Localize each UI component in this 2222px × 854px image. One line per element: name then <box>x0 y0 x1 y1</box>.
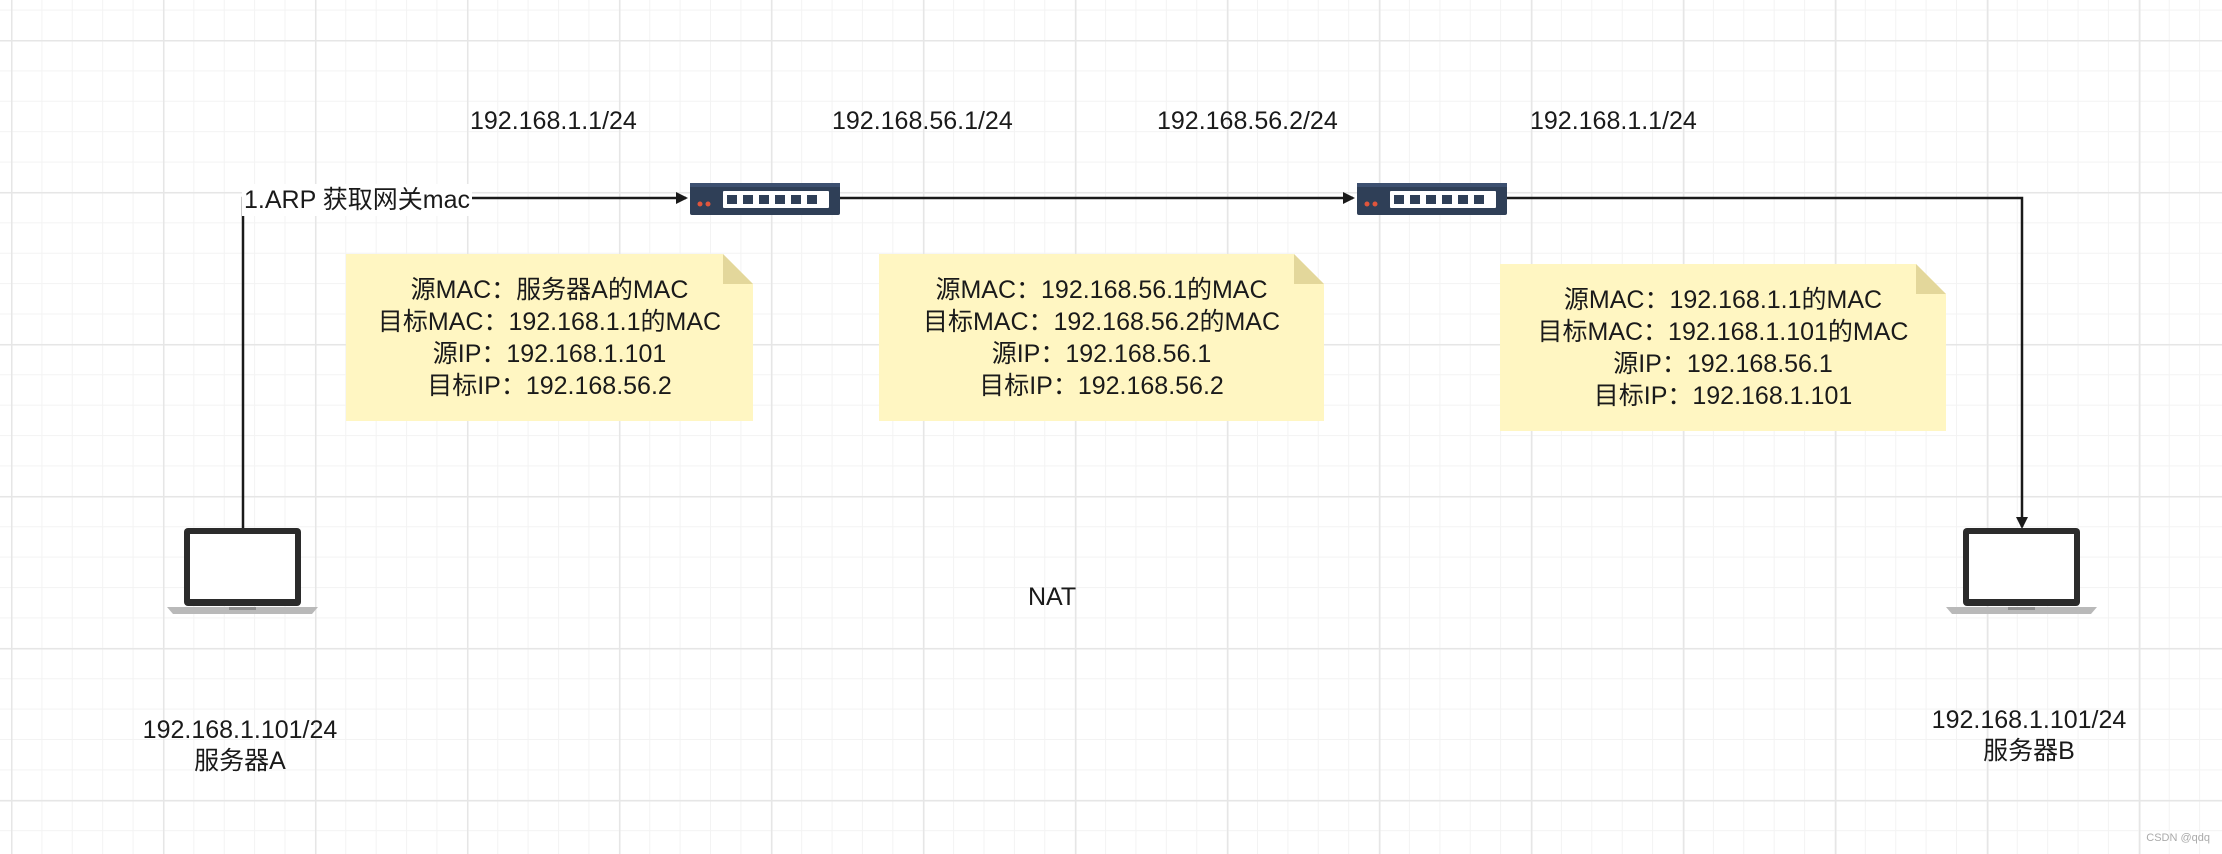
laptop-icon <box>167 528 318 614</box>
server-b-name: 服务器B <box>1983 737 2075 765</box>
arrow-switch-to-serverb <box>1506 196 2028 529</box>
switch-right <box>1357 183 1507 215</box>
network-switch-icon <box>1357 183 1507 215</box>
server-a-name: 服务器A <box>194 747 286 775</box>
note-2-dst-ip: 目标IP：192.168.56.2 <box>979 371 1224 400</box>
nat-label: NAT <box>1028 583 1077 611</box>
packet-note-2: 源MAC：192.168.56.1的MAC 目标MAC：192.168.56.2… <box>879 254 1324 421</box>
ip-label-right-router: 192.168.1.1/24 <box>1530 107 1697 135</box>
server-a-device <box>165 527 320 617</box>
note-3-dst-ip: 目标IP：192.168.1.101 <box>1593 381 1853 410</box>
note-1-src-mac: 源MAC：服务器A的MAC <box>410 275 689 304</box>
packet-note-1: 源MAC：服务器A的MAC 目标MAC：192.168.1.1的MAC 源IP：… <box>346 254 753 421</box>
note-3-src-ip: 源IP：192.168.56.1 <box>1613 349 1833 378</box>
note-2-src-ip: 源IP：192.168.56.1 <box>991 339 1212 368</box>
note-2-dst-mac: 目标MAC：192.168.56.2的MAC <box>922 307 1281 336</box>
note-3-src-mac: 源MAC：192.168.1.1的MAC <box>1563 285 1883 314</box>
arp-edge-label: 1.ARP 获取网关mac <box>242 184 472 216</box>
note-1-dst-ip: 目标IP：192.168.56.2 <box>427 371 672 400</box>
packet-note-3: 源MAC：192.168.1.1的MAC 目标MAC：192.168.1.101… <box>1500 264 1946 431</box>
server-b-device <box>1944 527 2099 617</box>
ip-label-left-router: 192.168.1.1/24 <box>470 107 637 135</box>
network-switch-icon <box>690 183 840 215</box>
laptop-icon <box>1946 528 2097 614</box>
server-b-ip: 192.168.1.101/24 <box>1931 706 2127 734</box>
note-3-dst-mac: 目标MAC：192.168.1.101的MAC <box>1537 317 1909 346</box>
server-a-ip: 192.168.1.101/24 <box>142 716 338 744</box>
ip-label-center-right: 192.168.56.2/24 <box>1157 107 1338 135</box>
watermark: CSDN @qdq <box>2146 832 2210 844</box>
note-2-src-mac: 源MAC：192.168.56.1的MAC <box>935 275 1268 304</box>
note-1-src-ip: 源IP：192.168.1.101 <box>432 339 667 368</box>
note-1-dst-mac: 目标MAC：192.168.1.1的MAC <box>377 307 722 336</box>
ip-label-center-left: 192.168.56.1/24 <box>832 107 1013 135</box>
switch-left <box>690 183 840 215</box>
